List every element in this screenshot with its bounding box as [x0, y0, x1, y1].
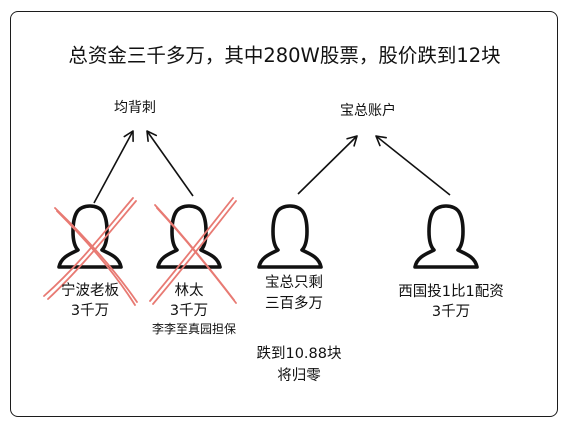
person-name-xiguotou: 西国投1比1配资	[398, 284, 504, 300]
person-name-ningbo: 宁波老板	[61, 283, 119, 299]
person-icon	[257, 204, 323, 269]
target-left-label: 均背刺	[114, 100, 156, 116]
person-amount-ningbo: 3千万	[70, 303, 110, 319]
person-amount-lintai: 3千万	[169, 303, 209, 319]
person-icon	[156, 204, 222, 269]
person-name-lintai: 林太	[174, 283, 204, 299]
person-icon	[57, 204, 123, 269]
person-icon	[413, 204, 479, 269]
person-amount-xiguotou: 3千万	[431, 304, 471, 320]
annotation-zero: 将归零	[277, 368, 321, 384]
person-note-lintai: 李李至真园担保	[151, 322, 236, 336]
cross-mark	[43, 197, 138, 306]
arrow-xiguotou-to-right	[375, 135, 451, 196]
person-name-baozong: 宝总只剩	[265, 275, 323, 291]
person-amount-baozong: 三百多万	[265, 296, 323, 312]
diagram-frame	[10, 11, 558, 417]
annotation-price-drop: 跌到10.88块	[256, 346, 342, 362]
cross-mark	[149, 197, 237, 305]
target-right-label: 宝总账户	[340, 103, 396, 119]
arrow-baozong-to-right	[297, 135, 358, 195]
arrow-lintai-to-left	[146, 130, 194, 197]
diagram-title: 总资金三千多万，其中280W股票，股价跌到12块	[68, 44, 501, 67]
arrow-ningbo-to-left	[93, 130, 134, 204]
